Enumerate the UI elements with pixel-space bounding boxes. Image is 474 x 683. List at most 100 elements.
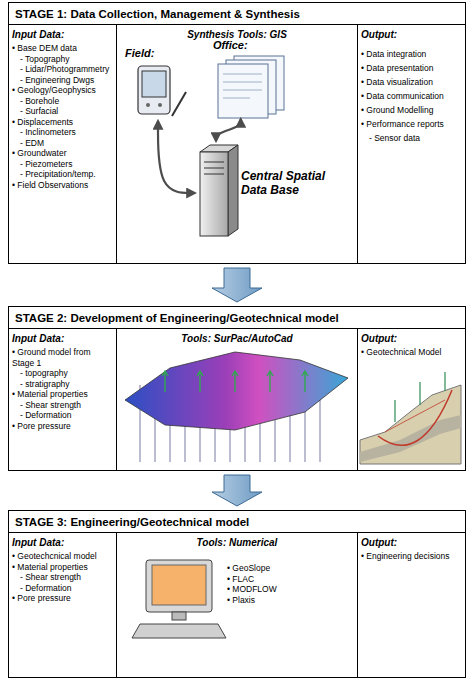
monitor-screen [152, 565, 206, 605]
list-item: • Material properties [12, 562, 113, 573]
pda-button [146, 103, 150, 107]
list-item: • Data visualization [361, 75, 462, 89]
pda-body [138, 66, 170, 114]
tool-icon: Office: [213, 39, 297, 119]
list-item: • Engineering decisions [361, 551, 462, 562]
vector-arrow [267, 371, 273, 392]
list-item: - topography [12, 368, 113, 379]
list-item: - Deformation [12, 583, 113, 594]
list-item: • Data communication [361, 89, 462, 103]
column-heading: Input Data: [12, 332, 113, 345]
column-heading: Input Data: [12, 28, 113, 41]
list-item: • Geotechnical Model [361, 347, 462, 358]
vector-arrow [232, 371, 238, 392]
stage-title: STAGE 1: Data Collection, Management & S… [9, 3, 465, 25]
list-item: - Precipitation/temp. [12, 169, 113, 180]
list-item: - Engineering Dwgs [12, 75, 113, 86]
page-line [223, 82, 262, 83]
list-item: • Displacements [12, 117, 113, 128]
list-item: • Field Observations [12, 180, 113, 191]
monitor-stand [172, 612, 186, 620]
list-item: - Sensor data [361, 131, 462, 145]
vector-arrow [302, 371, 308, 392]
list-item: • Performance reports [361, 117, 462, 131]
stage-arrow [212, 475, 262, 506]
vector-arrow [197, 371, 203, 392]
page-line [223, 74, 262, 75]
list-item: - Surfacial [12, 106, 113, 117]
surface-model [125, 352, 348, 430]
slope-ground [360, 385, 461, 464]
pda-screen [142, 71, 166, 97]
column-heading: Output: [361, 332, 462, 345]
stage-panel: STAGE 3: Engineering/Geotechnical modelI… [8, 510, 466, 678]
server-front [200, 152, 228, 236]
list-item: • Geology/Geophysics [12, 85, 113, 96]
database-icon: Central Spatial Data Base [195, 141, 345, 245]
list-item: • GeoSlope [227, 563, 354, 574]
list-item: • Pore pressure [12, 593, 113, 604]
drive-slot [204, 168, 224, 169]
keyboard [132, 624, 226, 638]
list-item: - Lidar/Photogrammetry [12, 64, 113, 75]
data-link [216, 119, 241, 141]
list-item: • Material properties [12, 389, 113, 400]
list-item: • Geotechcnical model [12, 551, 113, 562]
server-side [228, 145, 238, 236]
list-item: • Ground model from Stage 1 [12, 347, 113, 368]
displacement-vectors [162, 371, 308, 392]
column-heading: Tools: Numerical [120, 536, 354, 549]
column-heading: Output: [361, 536, 462, 549]
page-line [223, 90, 262, 91]
slope-layer [360, 415, 461, 462]
column-cell: Tools: SurPac/AutoCad [117, 329, 357, 470]
stage-arrow [212, 268, 262, 302]
slope-marker [394, 400, 395, 422]
list-item: - Shear strength [12, 400, 113, 411]
column-cell: Input Data:• Base DEM data- Topography- … [9, 25, 117, 263]
data-link [158, 121, 195, 193]
column-heading: Output: [361, 28, 462, 41]
pda-button [158, 103, 162, 107]
list-item: - stratigraphy [12, 379, 113, 390]
list-item: - Deformation [12, 410, 113, 421]
column-cell: Output: • Data integration• Data presenta… [357, 25, 465, 263]
list-item: • Data presentation [361, 61, 462, 75]
drive-slot [204, 162, 224, 163]
column-cell: Output: • Engineering decisions [357, 533, 465, 677]
page-line [223, 98, 250, 99]
stage-panel: STAGE 2: Development of Engineering/Geot… [8, 306, 466, 471]
column-cell: Input Data: • Geotechcnical model• Materi… [9, 533, 117, 677]
list-item: • Data integration [361, 47, 462, 61]
database-label: Central Spatial Data Base [241, 169, 345, 197]
list-item: • Base DEM data [12, 43, 113, 54]
icon-label: Field: [125, 47, 191, 60]
list-item: • FLAC [227, 574, 354, 585]
stylus [172, 92, 186, 116]
document-page [218, 64, 268, 118]
drive-slot [204, 174, 224, 175]
slip-surface [378, 390, 452, 445]
column-heading: Tools: SurPac/AutoCad [120, 332, 354, 345]
list-item: • Groundwater [12, 148, 113, 159]
monitor [146, 560, 212, 612]
list-item: - Inclinometers [12, 127, 113, 138]
tool-icon: Field: [125, 47, 191, 121]
list-item: - Shear strength [12, 572, 113, 583]
slope-line [385, 400, 445, 432]
slope-marker [419, 382, 420, 405]
stage-title: STAGE 2: Development of Engineering/Geot… [9, 307, 465, 329]
slope-marker [444, 372, 445, 391]
list-item: • Plaxis [227, 595, 354, 606]
column-cell: Tools: Numerical• GeoSlope• FLAC• MODFLO… [117, 533, 357, 677]
column-heading: Input Data: [12, 536, 113, 549]
icon-label: Office: [213, 39, 297, 52]
column-cell: Synthesis Tools: GISField:Office:Central… [117, 25, 357, 263]
list-item: - Piezometers [12, 159, 113, 170]
column-cell: Output: • Geotechnical Model [357, 329, 465, 470]
list-item: • Pore pressure [12, 421, 113, 432]
list-item: - Borehole [12, 96, 113, 107]
column-cell: Input Data:• Ground model from Stage 1- … [9, 329, 117, 470]
list-item: • Ground Modelling [361, 103, 462, 117]
list-item: - EDM [12, 138, 113, 149]
